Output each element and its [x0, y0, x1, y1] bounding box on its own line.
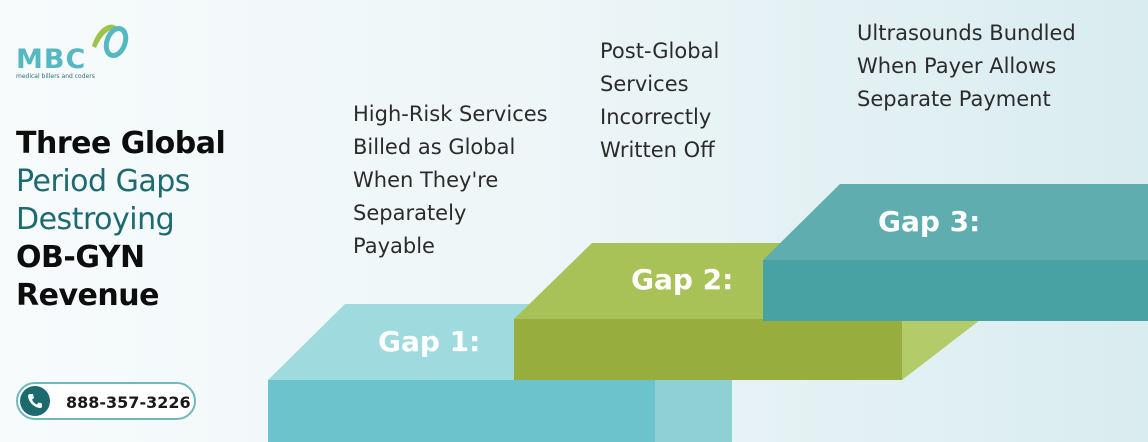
logo-subtitle: medical billers and coders: [16, 73, 95, 80]
title-line-3: Destroying: [16, 202, 175, 237]
step-1-front: [268, 380, 655, 442]
title-line-4: OB-GYN: [16, 240, 145, 275]
gap-1-description: High-Risk Services Billed as Global When…: [353, 102, 548, 258]
page-title: Three Global Period Gaps Destroying OB-G…: [16, 125, 226, 315]
gap-2-label: Gap 2:: [631, 263, 734, 296]
phone-icon-circle: [20, 386, 50, 416]
phone-button[interactable]: 888-357-3226: [16, 382, 196, 420]
step-3-front: [763, 260, 1148, 321]
logo-leaf-icon: [92, 24, 118, 48]
gap-3-description: Ultrasounds Bundled When Payer Allows Se…: [857, 21, 1076, 111]
gap-2-description: Post-Global Services Incorrectly Written…: [600, 39, 720, 162]
title-line-5: Revenue: [16, 278, 159, 313]
title-line-2: Period Gaps: [16, 164, 190, 199]
step-3-top: [763, 184, 1148, 260]
gap-3-label: Gap 3:: [878, 205, 981, 238]
logo-text: MBC: [16, 44, 87, 75]
phone-number: 888-357-3226: [66, 393, 191, 412]
phone-icon: [28, 394, 42, 408]
title-line-1: Three Global: [16, 126, 226, 161]
mbc-logo: [92, 24, 129, 59]
gap-1-label: Gap 1:: [378, 325, 481, 358]
logo-ring-icon: [103, 25, 129, 59]
step-2-front: [514, 319, 902, 380]
